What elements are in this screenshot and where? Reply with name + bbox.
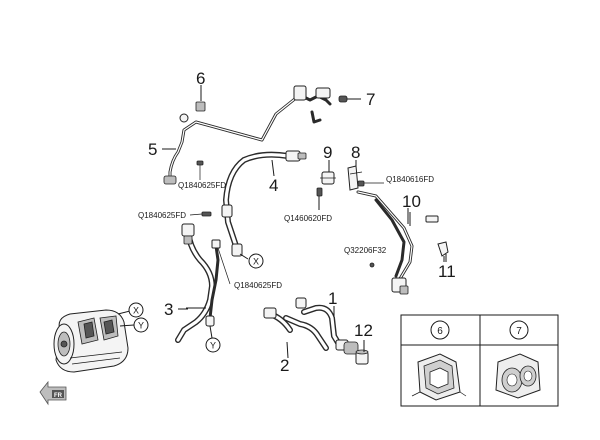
bolt-q1840625fd-upper [201, 211, 212, 217]
compressor [53, 309, 135, 373]
svg-text:X: X [133, 306, 139, 316]
part-4-hose [221, 150, 307, 257]
front-label: FR [54, 393, 63, 399]
callout-11: 11 [438, 262, 456, 281]
callout-2: 2 [280, 356, 289, 375]
detail-header-6: 6 [430, 320, 450, 340]
clip-6-detail-illustration [411, 353, 467, 401]
callout-6: 6 [196, 69, 205, 88]
detail-table: 6 7 [400, 314, 559, 407]
part-9-fitting [316, 160, 336, 210]
callout-7: 7 [366, 90, 375, 109]
callout-12: 12 [354, 321, 373, 340]
svg-text:Y: Y [210, 341, 216, 351]
part-code-q1840625fd-3-right: Q1840625FD [234, 281, 282, 290]
part-10-pipe [356, 190, 414, 295]
callout-9: 9 [323, 143, 332, 162]
clip-7-detail-illustration [495, 353, 541, 399]
part-code-q1840616fd: Q1840616FD [386, 175, 434, 184]
part-7-clip [338, 95, 361, 103]
callout-1: 1 [328, 289, 337, 308]
callout-8: 8 [351, 143, 360, 162]
svg-text:Y: Y [138, 321, 144, 331]
part-code-q1460620fd: Q1460620FD [284, 214, 332, 223]
front-direction-arrow: FR [39, 380, 67, 406]
part-2-hose [263, 297, 329, 359]
detail-header-7: 7 [509, 320, 529, 340]
callout-4: 4 [269, 176, 278, 195]
svg-text:X: X [253, 257, 259, 267]
bolt-q32206f32 [369, 262, 375, 268]
part-10-clip [425, 215, 439, 223]
part-6-clip [195, 85, 206, 112]
part-code-q1840625fd-5: Q1840625FD [178, 181, 226, 190]
connector-y-hose3: Y [205, 337, 221, 353]
part-code-q1840625fd-3-top: Q1840625FD [138, 211, 186, 220]
part-5-pipe-assembly [163, 85, 332, 185]
connector-x-compressor: X [128, 302, 144, 318]
part-12-fitting [355, 340, 369, 365]
svg-text:6: 6 [437, 326, 443, 337]
callout-3: 3 [164, 300, 173, 319]
part-11-fitting [437, 241, 449, 262]
svg-text:7: 7 [516, 326, 522, 337]
connector-x-hose4: X [248, 253, 264, 269]
part-code-q32206f32: Q32206F32 [344, 246, 387, 255]
leader-y-hose3 [209, 325, 213, 339]
part-8-bracket [347, 160, 384, 191]
leader-x-hose4 [239, 253, 249, 260]
callout-5: 5 [148, 140, 157, 159]
callout-10: 10 [402, 192, 421, 211]
connector-y-compressor: Y [133, 317, 149, 333]
part-1-hose [301, 304, 359, 355]
part-3-hose [175, 223, 221, 343]
